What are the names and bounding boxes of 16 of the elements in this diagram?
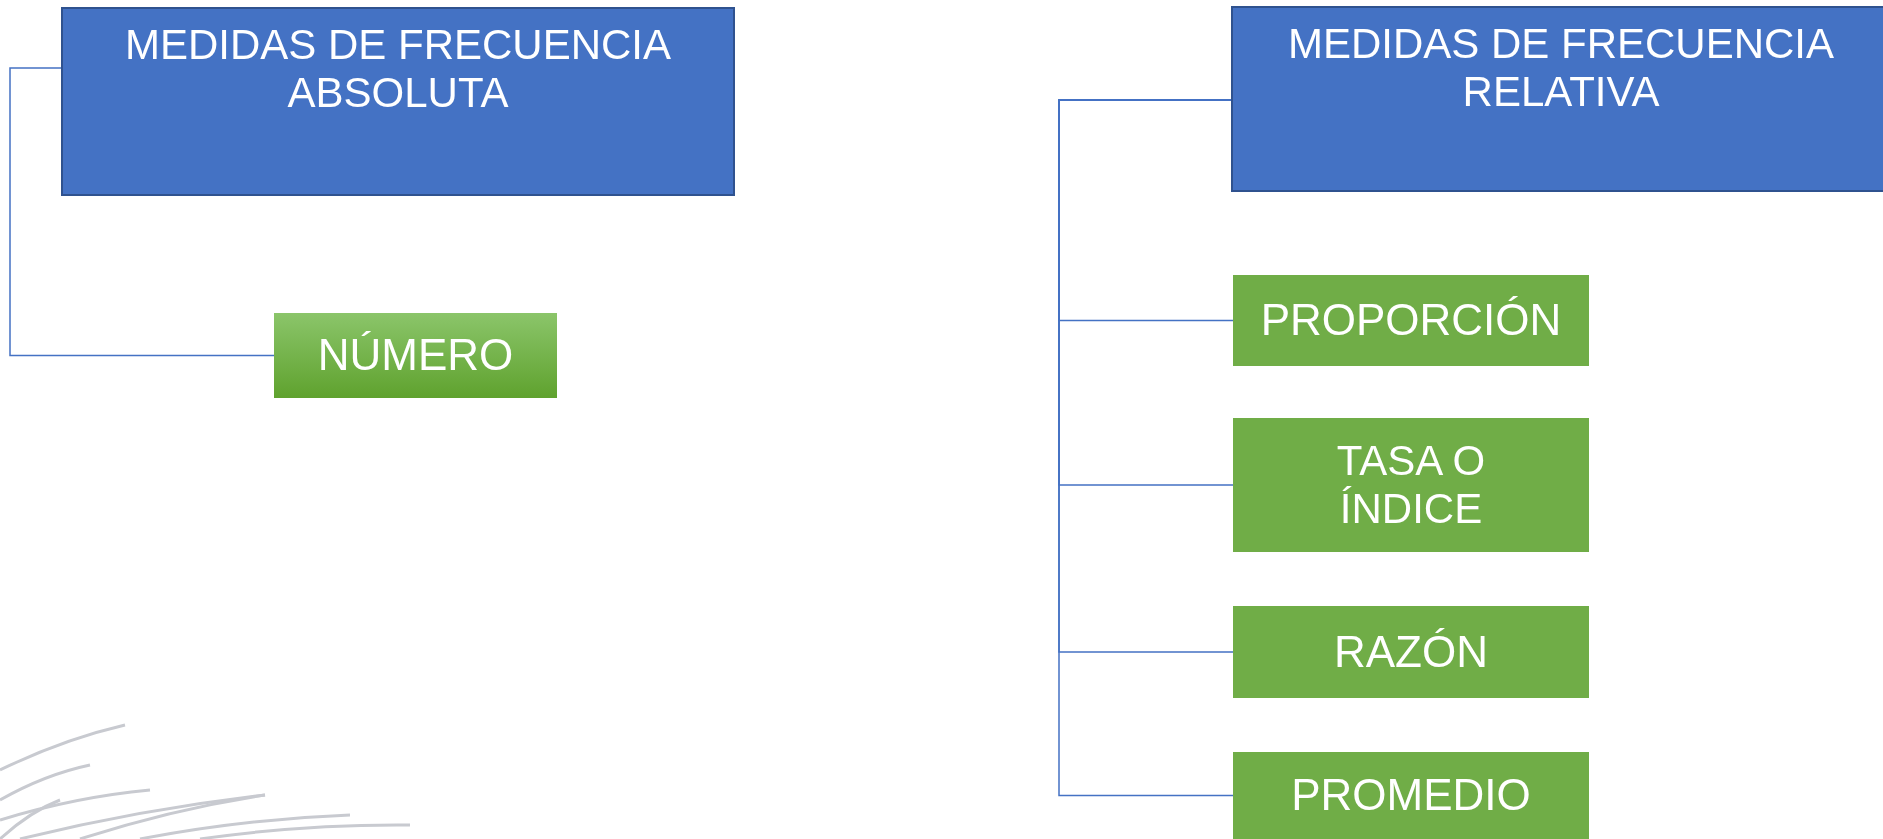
box-label: TASA O ÍNDICE [1335, 436, 1487, 534]
category-box [61, 7, 735, 196]
measure-box [1233, 752, 1589, 839]
box-label: NÚMERO [317, 330, 514, 381]
measure-box [1233, 606, 1589, 698]
box-label: PROMEDIO [1291, 770, 1531, 821]
box-label: MEDIDAS DE FRECUENCIA ABSOLUTA [123, 21, 673, 118]
measure-box [1233, 418, 1589, 552]
measure-box [1233, 275, 1589, 366]
category-box [1231, 6, 1883, 192]
measure-box [274, 313, 557, 398]
box-label: MEDIDAS DE FRECUENCIA RELATIVA [1286, 20, 1836, 117]
connector-line [9, 67, 275, 357]
box-label: PROPORCIÓN [1260, 295, 1562, 346]
connector-line [1058, 99, 1234, 797]
box-label: RAZÓN [1334, 626, 1488, 678]
